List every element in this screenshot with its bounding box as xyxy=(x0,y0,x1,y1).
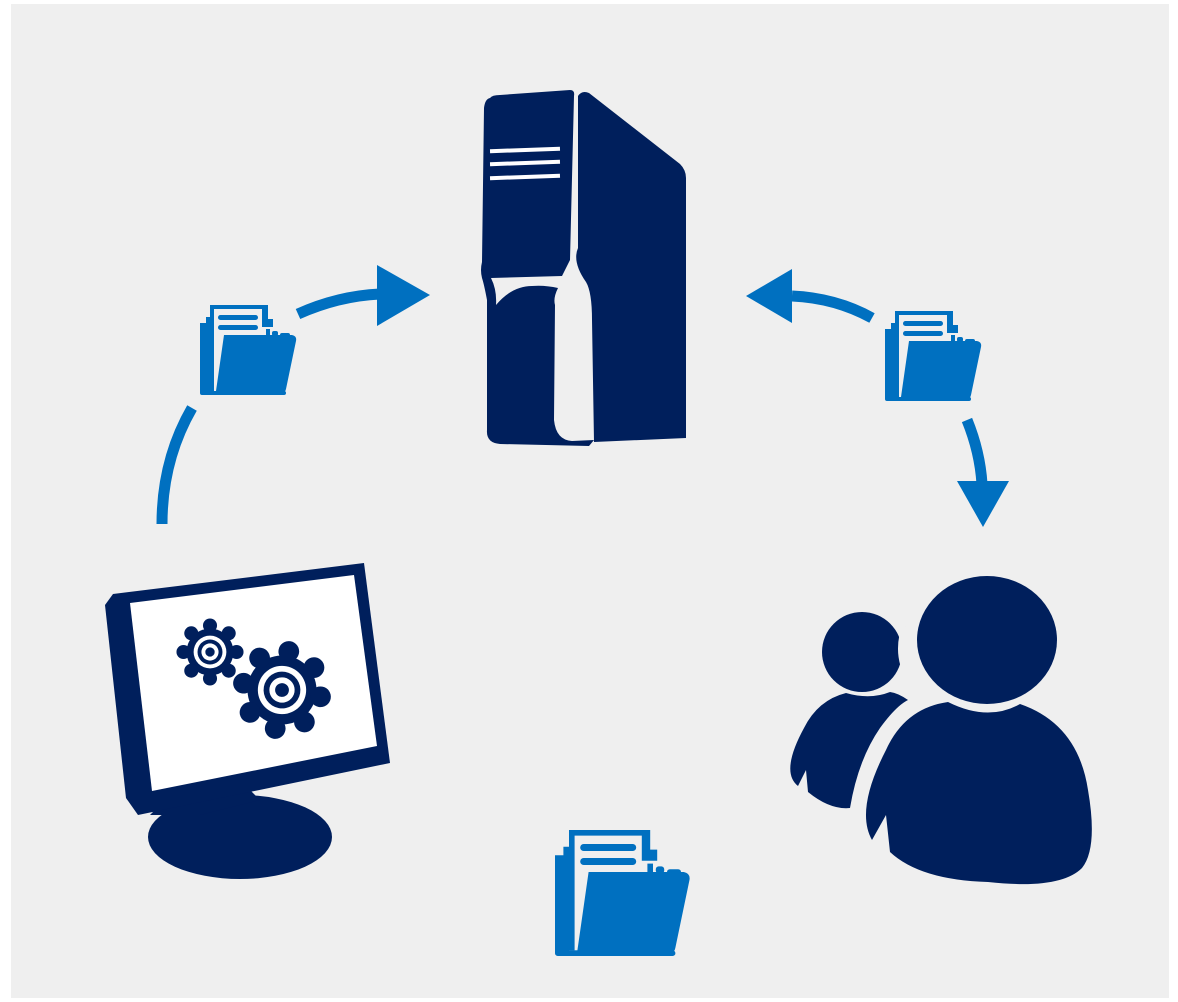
curved-arrow-icon xyxy=(957,417,1009,527)
curved-arrow-icon xyxy=(156,405,197,525)
monitor-with-gears-icon xyxy=(105,563,390,879)
curved-arrow-icon xyxy=(295,265,430,326)
small-gear-icon xyxy=(176,618,244,686)
folder-with-documents-icon xyxy=(555,830,690,956)
server-tower-icon xyxy=(481,90,686,446)
folder-with-documents-icon xyxy=(200,305,297,395)
curved-arrow-icon xyxy=(746,269,875,323)
user-group-icon xyxy=(790,576,1092,885)
folder-with-documents-icon xyxy=(885,311,982,401)
